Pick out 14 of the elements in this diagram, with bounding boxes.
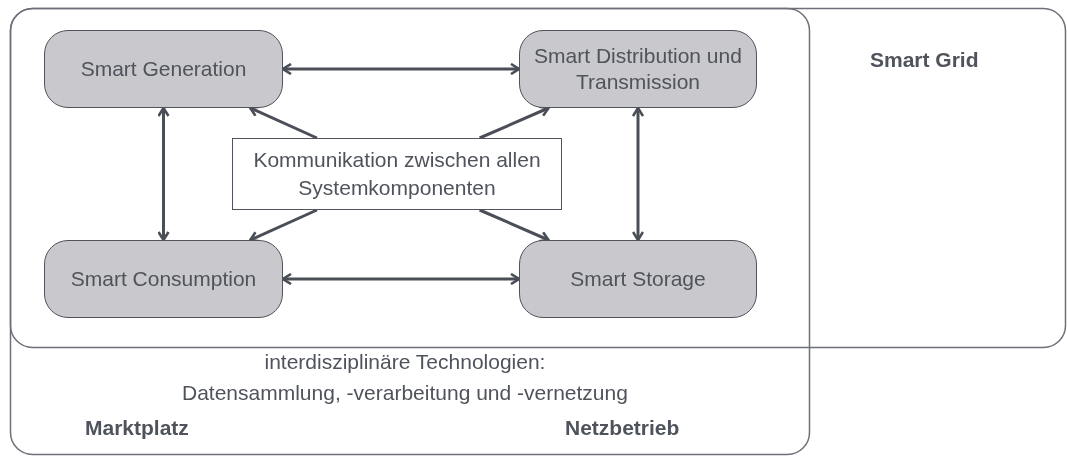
double-arrow xyxy=(157,106,170,242)
process-box: Smart Consumption xyxy=(44,240,283,318)
text-box: Kommunikation zwischen allen Systemkomponenten xyxy=(232,138,562,210)
double-arrow xyxy=(631,106,645,242)
double-arrow xyxy=(281,62,521,76)
description-text: interdisziplinäre Technologien: xyxy=(264,350,546,374)
region-label: Marktplatz xyxy=(85,416,189,440)
description-text: Datensammlung, -verarbeitung und -vernetzung xyxy=(182,381,628,405)
double-arrow xyxy=(281,272,521,286)
region-title: Smart Grid xyxy=(870,48,979,72)
process-box: Smart Storage xyxy=(519,240,757,318)
region-label: Netzbetrieb xyxy=(565,416,680,440)
process-box: Smart Distribution und Transmission xyxy=(519,30,757,108)
process-box: Smart Generation xyxy=(44,30,283,108)
